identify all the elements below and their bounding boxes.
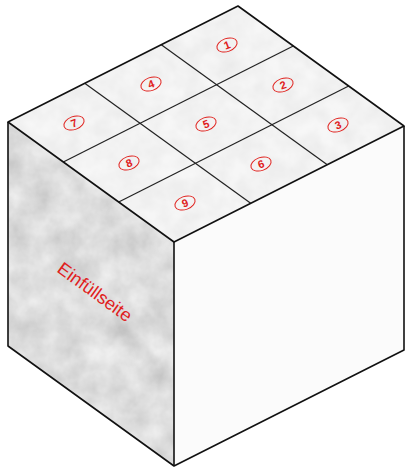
cube-edges bbox=[8, 6, 404, 466]
top-face bbox=[8, 6, 404, 242]
grid-lines bbox=[63, 45, 348, 204]
